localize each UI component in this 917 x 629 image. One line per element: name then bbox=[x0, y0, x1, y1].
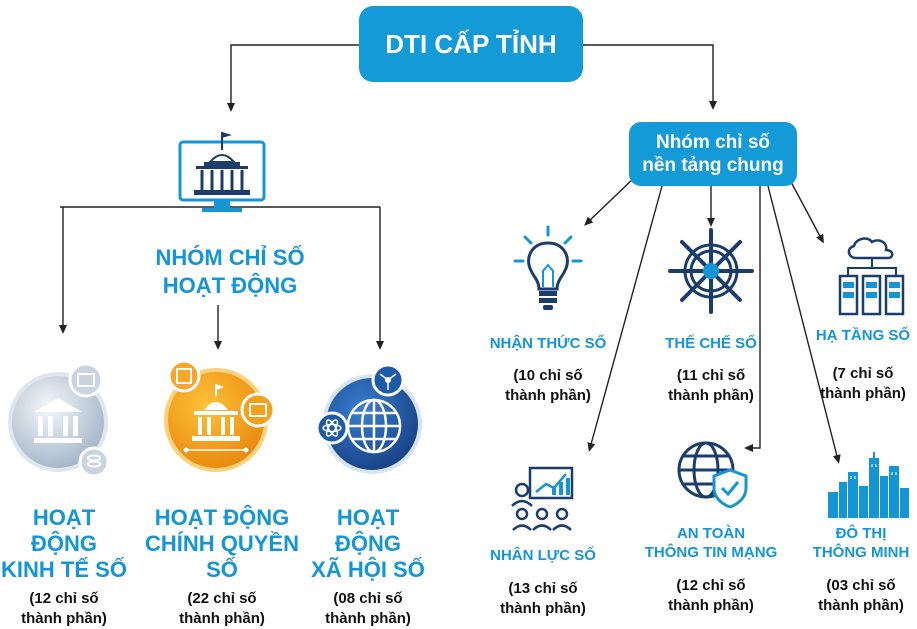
workforce-title-line1: NHÂN LỰC SỐ bbox=[490, 547, 596, 564]
foundation-group-node: Nhóm chỉ số nền tảng chung bbox=[629, 122, 797, 186]
connector-to-infrastructure bbox=[789, 179, 824, 244]
infrastructure-count: (7 chỉ số thành phần) bbox=[810, 364, 916, 404]
workforce-count-line1: (13 chỉ số bbox=[508, 580, 578, 597]
foundation-node-infrastructure: HẠ TẦNG SỐ (7 chỉ số thành phần) bbox=[810, 326, 916, 404]
connector-to-workforce bbox=[587, 185, 663, 452]
society-count-line1: (08 chỉ số bbox=[333, 590, 403, 607]
activity-group-title-line1: NHÓM CHỈ SỐ bbox=[155, 245, 305, 270]
foundation-group-line1: Nhóm chỉ số bbox=[655, 132, 770, 153]
security-title-line2: THÔNG TIN MẠNG bbox=[644, 544, 778, 561]
smart-city-count: (03 chỉ số thành phần) bbox=[808, 576, 914, 616]
city-skyline-icon bbox=[828, 452, 909, 518]
connector-root-right bbox=[583, 44, 717, 110]
society-title-line2: XÃ HỘI SỐ bbox=[311, 557, 425, 582]
economy-title: HOẠT ĐỘNG KINH TẾ SỐ bbox=[0, 505, 128, 583]
government-monitor-icon bbox=[178, 132, 266, 212]
activity-node-government: HOẠT ĐỘNG CHÍNH QUYỀN SỐ (22 chỉ số thàn… bbox=[138, 505, 306, 629]
society-count: (08 chỉ số thành phần) bbox=[308, 589, 428, 629]
workforce-count-line2: thành phần) bbox=[500, 600, 586, 617]
bank-icon bbox=[8, 362, 110, 478]
infrastructure-title-line1: HẠ TẦNG SỐ bbox=[815, 327, 911, 344]
awareness-count-line2: thành phần) bbox=[505, 387, 591, 404]
awareness-count-line1: (10 chỉ số bbox=[513, 367, 583, 384]
government-count: (22 chỉ số thành phần) bbox=[138, 589, 306, 629]
awareness-title-line1: NHẬN THỨC SỐ bbox=[489, 335, 607, 352]
security-count: (12 chỉ số thành phần) bbox=[636, 576, 786, 616]
infrastructure-count-line1: (7 chỉ số bbox=[832, 365, 894, 382]
smart-city-title-line2: THÔNG MINH bbox=[812, 544, 910, 561]
society-title-line1: HOẠT ĐỘNG bbox=[335, 505, 401, 556]
activity-node-society: HOẠT ĐỘNG XÃ HỘI SỐ (08 chỉ số thành phầ… bbox=[308, 505, 428, 629]
smart-city-count-line2: thành phần) bbox=[818, 597, 904, 614]
society-title: HOẠT ĐỘNG XÃ HỘI SỐ bbox=[308, 505, 428, 583]
smart-city-count-line1: (03 chỉ số bbox=[826, 577, 896, 594]
institution-title: THỂ CHẾ SỐ bbox=[648, 334, 774, 353]
economy-title-line2: KINH TẾ SỐ bbox=[1, 557, 127, 582]
foundation-group-line2: nền tảng chung bbox=[642, 155, 784, 176]
activity-group-title-line2: HOẠT ĐỘNG bbox=[162, 273, 298, 298]
globe-shield-icon bbox=[677, 441, 748, 508]
government-title-line1: HOẠT ĐỘNG bbox=[154, 505, 290, 530]
connector-to-awareness bbox=[584, 176, 636, 226]
institution-title-line1: THỂ CHẾ SỐ bbox=[665, 335, 757, 352]
root-node: DTI CẤP TỈNH bbox=[359, 6, 583, 82]
foundation-node-security: AN TOÀN THÔNG TIN MẠNG (12 chỉ số thành … bbox=[636, 524, 786, 616]
security-count-line1: (12 chỉ số bbox=[676, 577, 746, 594]
connector-to-smart-city bbox=[767, 185, 841, 464]
connector-root-left bbox=[227, 44, 359, 112]
economy-title-line1: HOẠT ĐỘNG bbox=[31, 505, 97, 556]
ship-wheel-icon bbox=[668, 228, 754, 314]
foundation-node-institution: THỂ CHẾ SỐ (11 chỉ số thành phần) bbox=[648, 334, 774, 406]
awareness-count: (10 chỉ số thành phần) bbox=[484, 366, 612, 406]
awareness-title: NHẬN THỨC SỐ bbox=[484, 334, 612, 353]
government-title: HOẠT ĐỘNG CHÍNH QUYỀN SỐ bbox=[138, 505, 306, 583]
government-building-icon bbox=[164, 359, 276, 472]
economy-count-line1: (12 chỉ số bbox=[29, 590, 99, 607]
security-count-line2: thành phần) bbox=[668, 597, 754, 614]
government-count-line2: thành phần) bbox=[179, 610, 265, 627]
security-title: AN TOÀN THÔNG TIN MẠNG bbox=[636, 524, 786, 562]
root-label: DTI CẤP TỈNH bbox=[385, 28, 557, 59]
security-title-line1: AN TOÀN bbox=[676, 525, 746, 542]
smart-city-title: ĐÔ THỊ THÔNG MINH bbox=[808, 524, 914, 562]
lightbulb-icon bbox=[513, 225, 583, 310]
government-count-line1: (22 chỉ số bbox=[187, 590, 257, 607]
connector-to-security bbox=[744, 186, 761, 452]
team-chart-icon bbox=[511, 466, 574, 531]
institution-count-line1: (11 chỉ số bbox=[676, 367, 746, 384]
activity-group-title: NHÓM CHỈ SỐ HOẠT ĐỘNG bbox=[140, 244, 320, 300]
society-count-line2: thành phần) bbox=[325, 610, 411, 627]
foundation-node-smart-city: ĐÔ THỊ THÔNG MINH (03 chỉ số thành phần) bbox=[808, 524, 914, 616]
institution-count-line2: thành phần) bbox=[668, 387, 754, 404]
infrastructure-count-line2: thành phần) bbox=[820, 385, 906, 402]
workforce-title: NHÂN LỰC SỐ bbox=[480, 546, 606, 565]
globe-network-icon bbox=[315, 363, 422, 474]
activity-node-economy: HOẠT ĐỘNG KINH TẾ SỐ (12 chỉ số thành ph… bbox=[0, 505, 128, 629]
smart-city-title-line1: ĐÔ THỊ bbox=[835, 525, 887, 542]
foundation-node-awareness: NHẬN THỨC SỐ (10 chỉ số thành phần) bbox=[484, 334, 612, 406]
government-title-line2: CHÍNH QUYỀN SỐ bbox=[144, 531, 299, 582]
economy-count: (12 chỉ số thành phần) bbox=[0, 589, 128, 629]
workforce-count: (13 chỉ số thành phần) bbox=[480, 579, 606, 619]
infrastructure-title: HẠ TẦNG SỐ bbox=[810, 326, 916, 345]
institution-count: (11 chỉ số thành phần) bbox=[648, 366, 774, 406]
cloud-server-icon bbox=[838, 237, 905, 316]
foundation-node-workforce: NHÂN LỰC SỐ (13 chỉ số thành phần) bbox=[480, 546, 606, 619]
economy-count-line2: thành phần) bbox=[21, 610, 107, 627]
